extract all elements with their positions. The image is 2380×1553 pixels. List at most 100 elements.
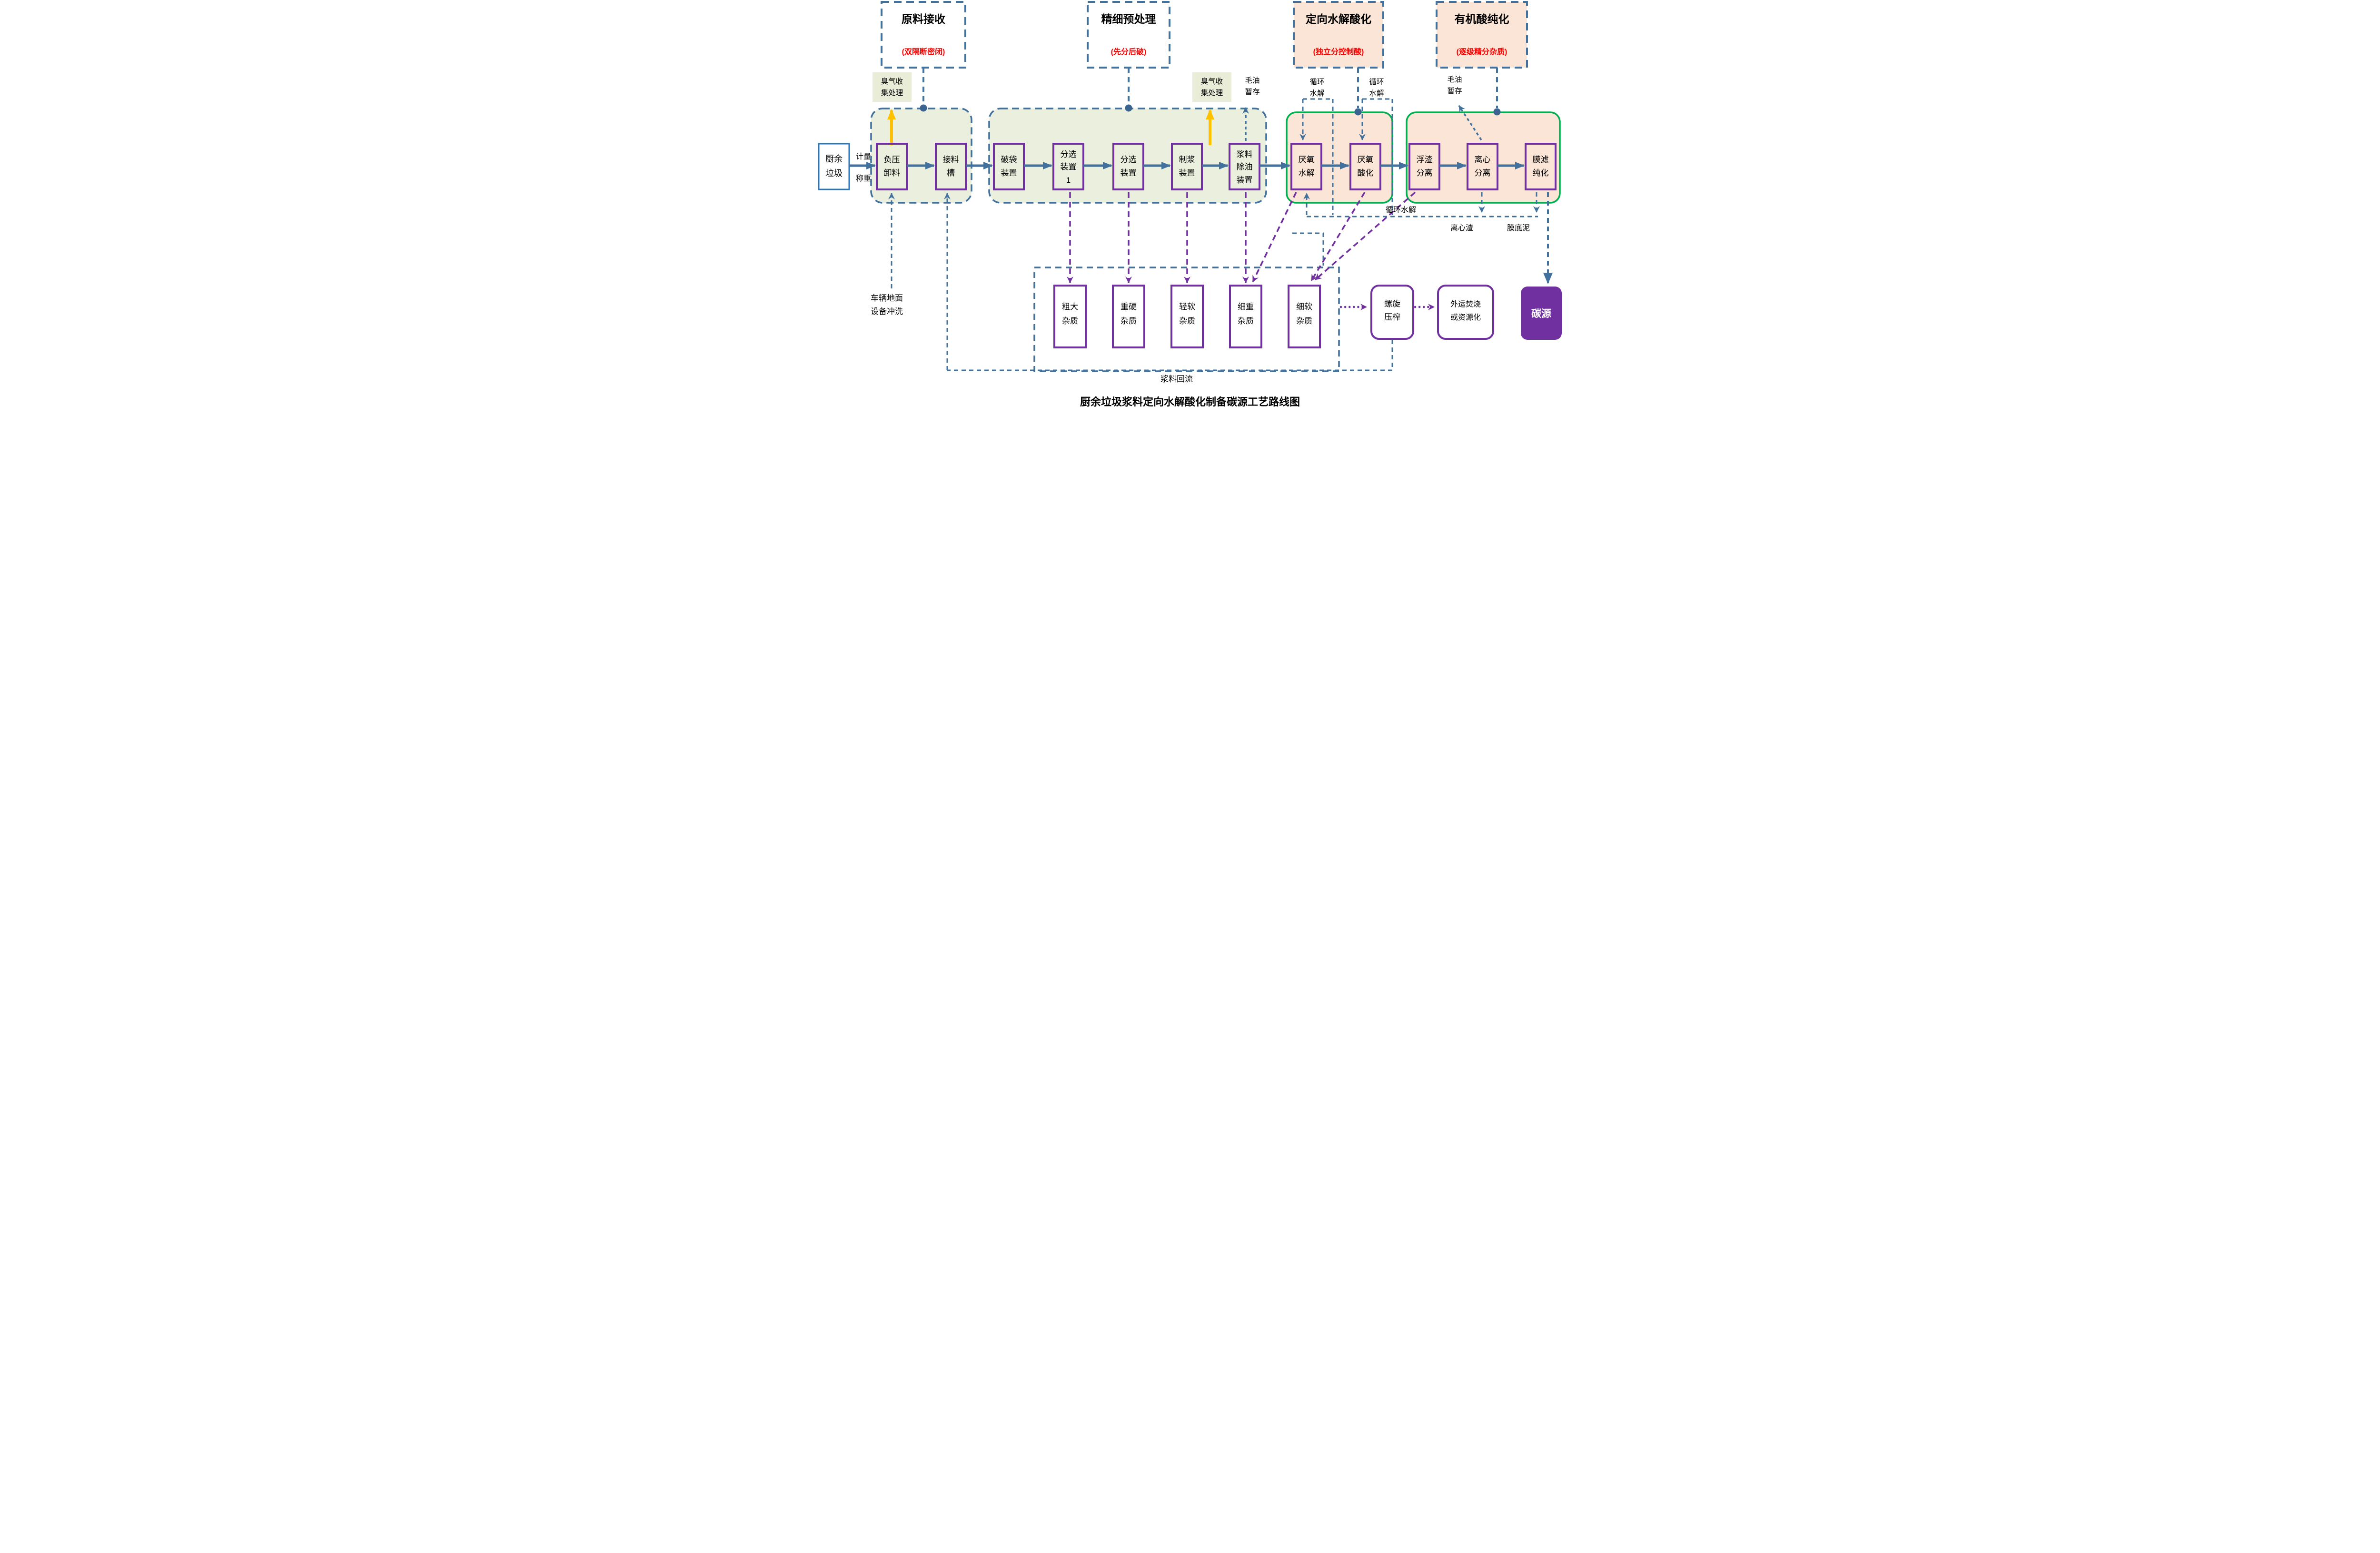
vehicle-wash-line2: 设备冲洗: [871, 307, 903, 316]
odor-box1-line1: 臭气收: [881, 77, 903, 86]
box-membrane-filtration-l2: 纯化: [1533, 168, 1549, 178]
diagram-canvas: 原料接收 (双隔断密闭) 精细预处理 (先分后破) 定向水解酸化 (独立分控制酸…: [818, 1, 1562, 408]
box-pulping-l1: 制浆: [1179, 155, 1195, 164]
stage-note-raw-receiving: (双隔断密闭): [902, 47, 945, 56]
page-title: 厨余垃圾浆料定向水解酸化制备碳源工艺路线图: [1080, 396, 1300, 408]
box-vacuum-unloading-l2: 卸料: [884, 168, 900, 178]
kitchen-waste-line1: 厨余: [825, 154, 843, 164]
light-soft-residue-l2: 杂质: [1179, 317, 1195, 326]
box-anaerobic-hydrolysis-l2: 水解: [1299, 168, 1315, 178]
stage-box-hydrolysis: [1293, 1, 1384, 69]
stage-title-hydrolysis: 定向水解酸化: [1306, 13, 1371, 25]
recycle-return-label: 循环水解: [1386, 206, 1416, 214]
box-slurry-deoiling-l1: 浆料: [1237, 150, 1253, 159]
box-heavy-hard-residue: [1112, 285, 1145, 348]
crude-oil-label2-line1: 毛油: [1447, 75, 1462, 84]
light-soft-residue-l1: 轻软: [1179, 302, 1195, 311]
box-sorting-1-l1: 分选: [1061, 150, 1077, 159]
coarse-residue-l2: 杂质: [1062, 317, 1078, 326]
stage-title-raw-receiving: 原料接收: [902, 13, 945, 25]
connector-dot-stage3: [1354, 108, 1362, 116]
box-slurry-deoiling-l2: 除油: [1237, 162, 1253, 171]
centrifuge-residue-label: 离心渣: [1450, 224, 1473, 232]
box-scum-separation-l1: 浮渣: [1417, 155, 1433, 164]
residue-line-hydrolysis: [1252, 192, 1297, 282]
box-fine-soft-residue: [1288, 285, 1321, 348]
box-sorting-2-l1: 分选: [1121, 155, 1137, 164]
kitchen-waste-line2: 垃圾: [825, 168, 843, 178]
crude-oil-label1-line2: 暂存: [1245, 88, 1259, 96]
odor-treatment-box-2: [1192, 72, 1231, 102]
region-acid-purification: [1406, 111, 1561, 204]
crude-oil-label2-line2: 暂存: [1447, 87, 1462, 95]
connector-dot-stage2: [1125, 104, 1132, 112]
box-membrane-filtration: [1525, 143, 1557, 190]
residue-line-acidification: [1310, 192, 1366, 281]
box-anaerobic-acidification-l2: 酸化: [1358, 168, 1374, 178]
stage-box-pretreatment: [1087, 1, 1170, 69]
slurry-return-label: 浆料回流: [1160, 375, 1193, 384]
box-sorting-2-l2: 装置: [1121, 168, 1137, 178]
disposal-l2: 或资源化: [1450, 313, 1481, 322]
weighing-label: 称重: [856, 174, 871, 183]
fine-heavy-residue-l1: 细重: [1238, 302, 1254, 311]
screw-press-l1: 螺旋: [1384, 299, 1400, 308]
box-receiving-trough-l1: 接料: [943, 155, 959, 164]
fine-heavy-residue-l2: 杂质: [1238, 317, 1254, 326]
stage-note-purification: (逐级精分杂质): [1457, 47, 1507, 56]
heavy-hard-residue-l1: 重硬: [1121, 302, 1137, 311]
crude-oil-arrow-2: [1458, 105, 1482, 140]
box-bag-breaking-l1: 破袋: [1001, 155, 1017, 164]
fine-soft-residue-l2: 杂质: [1296, 317, 1312, 326]
box-sorting-1-l2: 装置: [1061, 162, 1077, 171]
odor-box1-line2: 集处理: [881, 89, 903, 97]
kitchen-waste-box: [818, 143, 850, 190]
box-pulping-l2: 装置: [1179, 168, 1195, 178]
box-fine-heavy-residue: [1229, 285, 1262, 348]
box-screw-press: [1370, 285, 1414, 340]
box-anaerobic-hydrolysis-l1: 厌氧: [1299, 155, 1315, 164]
recycle-loop1-line2: 水解: [1309, 89, 1324, 98]
stage-note-hydrolysis: (独立分控制酸): [1313, 47, 1364, 56]
odor-box2-line1: 臭气收: [1201, 77, 1223, 86]
box-anaerobic-acidification-l1: 厌氧: [1358, 155, 1374, 164]
residue-line-scum: [1314, 191, 1416, 281]
stage-title-pretreatment: 精细预处理: [1101, 13, 1156, 25]
recycle-loop2-line1: 循环: [1369, 78, 1384, 86]
heavy-hard-residue-l2: 杂质: [1121, 317, 1137, 326]
box-light-soft-residue: [1170, 285, 1204, 348]
connector-dot-stage4: [1493, 108, 1501, 116]
odor-treatment-box-1: [873, 72, 912, 102]
box-bag-breaking-l2: 装置: [1001, 168, 1017, 178]
stage-box-raw-receiving: [881, 1, 966, 69]
box-receiving-trough-l2: 槽: [947, 168, 955, 178]
recycle-loop2-line2: 水解: [1369, 89, 1384, 98]
disposal-l1: 外运焚烧: [1450, 300, 1481, 308]
box-coarse-residue: [1053, 285, 1087, 348]
connector-dot-stage1: [920, 104, 927, 112]
box-membrane-filtration-l1: 膜滤: [1533, 155, 1549, 164]
crude-oil-label1-line1: 毛油: [1245, 76, 1259, 85]
box-slurry-deoiling-l3: 装置: [1237, 176, 1253, 185]
region-hydrolysis-acidification: [1286, 111, 1393, 204]
box-centrifugal-separation-l2: 分离: [1475, 168, 1491, 178]
vehicle-wash-line1: 车辆地面: [871, 294, 903, 303]
box-vacuum-unloading-l1: 负压: [884, 155, 900, 164]
recycle-loop1-line1: 循环: [1309, 78, 1324, 86]
stage-box-purification: [1436, 1, 1528, 69]
box-scum-separation-l2: 分离: [1417, 168, 1433, 178]
box-carbon-source: [1521, 287, 1562, 340]
screw-press-l2: 压榨: [1384, 313, 1400, 322]
carbon-source-label: 碳源: [1531, 308, 1551, 319]
residue-container: [1033, 267, 1340, 372]
box-centrifugal-separation-l1: 离心: [1475, 155, 1491, 164]
box-sorting-1-l3: 1: [1066, 176, 1071, 185]
stage-note-pretreatment: (先分后破): [1111, 47, 1147, 56]
aux-return-path: [1292, 232, 1324, 266]
fine-soft-residue-l1: 细软: [1296, 302, 1312, 311]
odor-box2-line2: 集处理: [1201, 89, 1223, 97]
coarse-residue-l1: 粗大: [1062, 302, 1078, 311]
box-disposal: [1437, 285, 1494, 340]
stage-title-purification: 有机酸纯化: [1455, 13, 1509, 25]
membrane-sludge-label: 膜底泥: [1507, 224, 1530, 232]
